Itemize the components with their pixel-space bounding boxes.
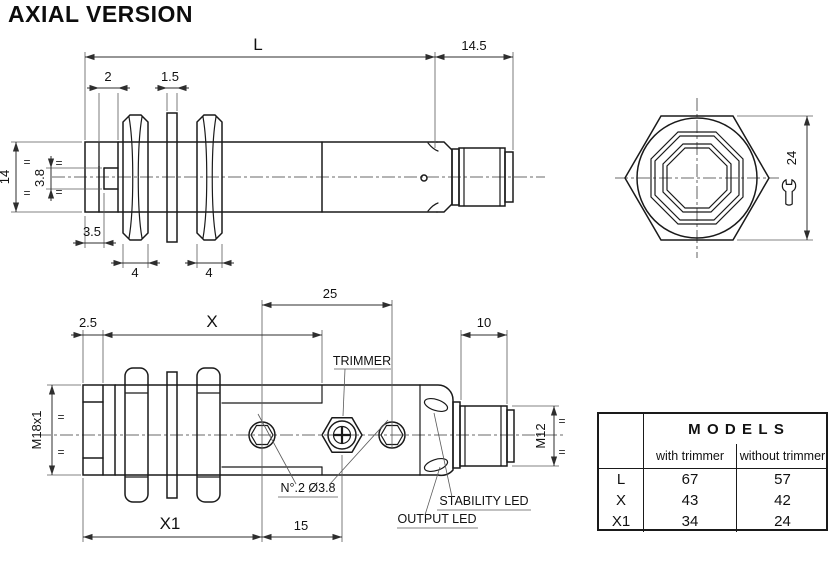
table-row-X1-without: 24	[736, 511, 828, 532]
dim-label-2: 2	[104, 69, 111, 84]
table-row-X-model: X	[599, 490, 644, 511]
output-led-window	[423, 457, 449, 473]
dim-overall-length: L	[84, 35, 436, 148]
dim-label-15: 15	[294, 518, 308, 533]
page-title: AXIAL VERSION	[8, 1, 193, 27]
dim-slot-width: 2	[87, 69, 130, 166]
trimmer-callout: TRIMMER	[333, 354, 391, 417]
table-row-L-model: L	[599, 469, 644, 490]
symmetry-mark: =	[55, 156, 62, 170]
dim-label-10: 10	[477, 315, 491, 330]
dim-washer-thickness: 1.5	[155, 69, 189, 111]
table-row-X-without: 42	[736, 490, 828, 511]
table-row-X1-model: X1	[599, 511, 644, 532]
end-view-outline	[624, 115, 770, 241]
models-table-title: MODELS	[688, 420, 791, 438]
dim-label-1-5: 1.5	[161, 69, 179, 84]
table-row-L-with: 67	[681, 471, 699, 488]
dim-x: X	[102, 312, 323, 383]
top-view-drawing: L 14.5 2	[0, 35, 545, 280]
trimmer-screw	[321, 416, 363, 454]
dim-label-X1: X1	[160, 514, 181, 533]
dim-wrench-size: 24	[737, 115, 813, 241]
dim-label-3-5: 3.5	[83, 224, 101, 239]
dim-connector-length: 14.5	[435, 38, 514, 150]
models-table-col-without-trimmer: without trimmer	[736, 444, 828, 469]
dim-thread-m18: M18x1 = =	[29, 384, 81, 476]
dim-x1-and-15: X1 15	[82, 455, 343, 542]
stability-led-window	[423, 397, 449, 413]
led-dot-side-view	[420, 174, 428, 182]
connector-label: M12	[533, 423, 548, 448]
wrench-icon	[781, 178, 797, 206]
dim-label-2-5: 2.5	[79, 315, 97, 330]
dim-slot-height: 3.8 = =	[32, 156, 102, 201]
dim-face-offset: 3.5	[73, 193, 116, 248]
holes-label: N°.2 Ø3.8	[280, 481, 335, 495]
symmetry-mark: =	[57, 410, 64, 424]
table-row-X-with: 43	[681, 492, 699, 509]
dim-label-4a: 4	[131, 265, 138, 280]
holes-callout: N°.2 Ø3.8	[257, 413, 389, 498]
dim-label-14: 14	[0, 170, 12, 184]
symmetry-mark: =	[23, 155, 30, 169]
dim-label-L: L	[253, 35, 262, 54]
dim-label-X: X	[206, 312, 217, 331]
symmetry-mark: =	[558, 414, 565, 428]
dim-head-height: 14 = =	[0, 141, 82, 213]
trimmer-label: TRIMMER	[333, 354, 391, 368]
dim-connector-10: 10	[460, 315, 508, 404]
bottom-view-body-outline	[82, 367, 515, 503]
dim-nut-widths: 4 4	[111, 244, 234, 280]
output-led-label: OUTPUT LED	[398, 512, 477, 526]
dim-label-4b: 4	[205, 265, 212, 280]
symmetry-mark: =	[57, 445, 64, 459]
dim-head-offset: 2.5	[71, 315, 103, 383]
symmetry-mark: =	[558, 445, 565, 459]
end-view-drawing: 24	[615, 98, 813, 258]
thread-label: M18x1	[29, 410, 44, 449]
symmetry-mark: =	[55, 185, 62, 199]
bottom-view-drawing: 25 X 2.5 10	[29, 286, 566, 542]
dim-label-14-5: 14.5	[461, 38, 486, 53]
table-row-L-without: 57	[736, 469, 828, 490]
models-table: MODELS with trimmer without trimmer L 67…	[597, 412, 828, 532]
symmetry-mark: =	[23, 186, 30, 200]
dim-label-25: 25	[323, 286, 337, 301]
models-table-col-with-trimmer: with trimmer	[644, 444, 736, 469]
dim-label-24: 24	[784, 151, 799, 165]
stability-led-callout: STABILITY LED	[433, 412, 531, 511]
stability-led-label: STABILITY LED	[439, 494, 528, 508]
output-led-callout: OUTPUT LED	[397, 466, 478, 529]
dim-connector-m12: M12 = =	[512, 405, 566, 467]
top-view-body-outline	[84, 112, 514, 243]
table-row-X1-with: 34	[681, 513, 699, 530]
dim-hole-spacing: 25	[261, 286, 393, 542]
dim-label-3-8: 3.8	[32, 169, 47, 187]
models-table-blank-cell	[599, 414, 644, 469]
